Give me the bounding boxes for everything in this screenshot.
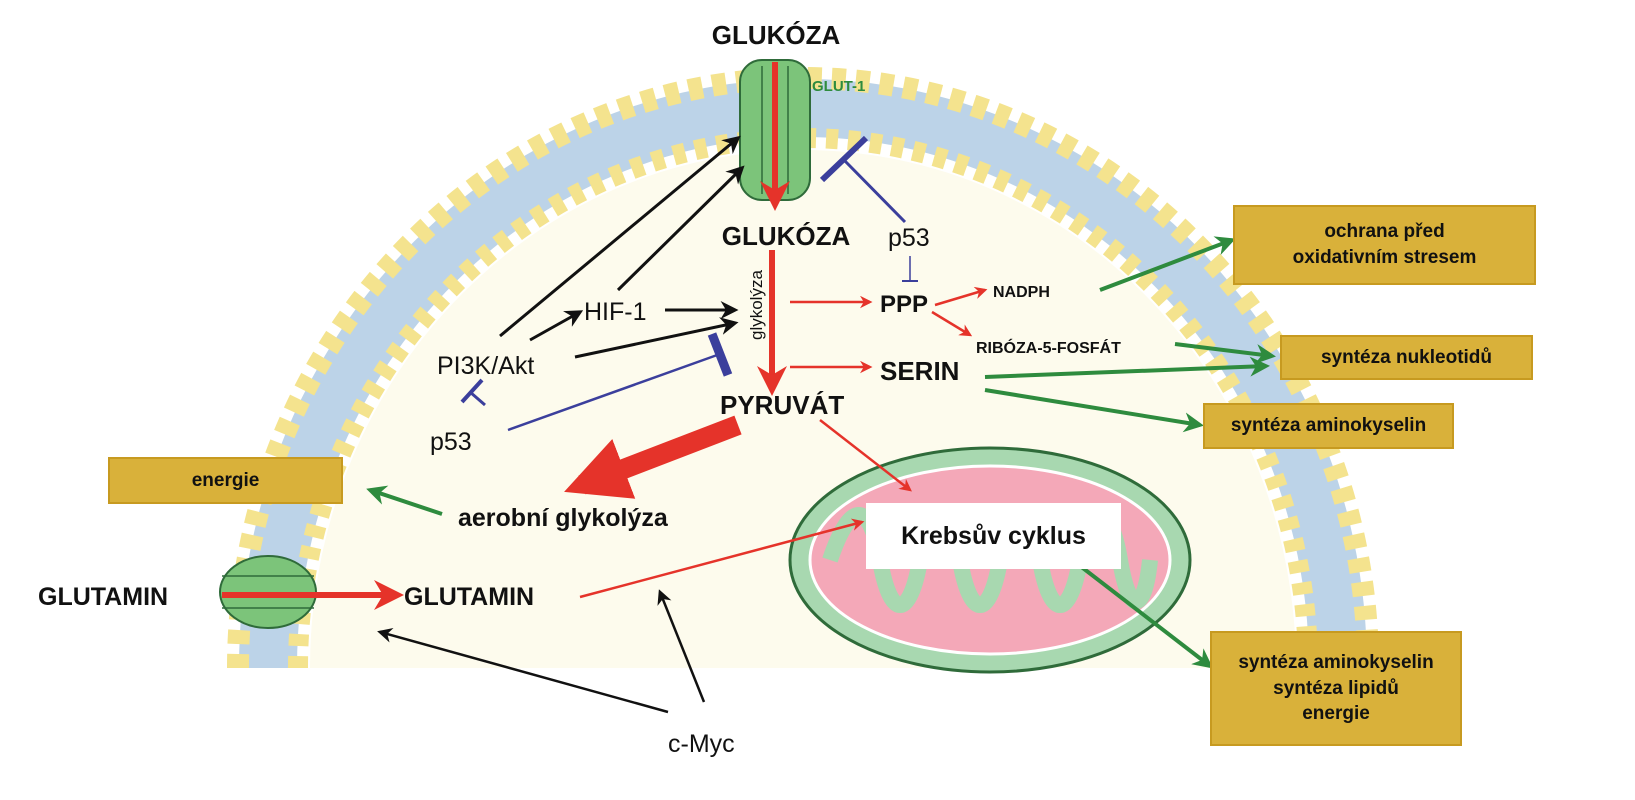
label-glucose-inside: GLUKÓZA	[722, 221, 851, 251]
label-p53-top: p53	[888, 224, 930, 252]
box-oxidative-stress: ochrana před oxidativním stresem	[1233, 205, 1536, 285]
arrow-ribose-nucleotides	[1174, 342, 1276, 364]
label-hif1: HIF-1	[584, 298, 647, 326]
arrow-pi3k-glut1	[499, 135, 741, 338]
box-oxidative-line1: ochrana před	[1324, 221, 1445, 243]
box-nucleotides: syntéza nukleotidů	[1280, 335, 1533, 380]
arrow-pi3k-hif1	[529, 310, 584, 342]
label-p53-left: p53	[430, 428, 472, 456]
box-amino-acids-text: syntéza aminokyselin	[1230, 415, 1427, 437]
box-nucleotides-text: syntéza nukleotidů	[1320, 346, 1493, 368]
blue-inhibitions	[460, 135, 918, 432]
label-pyruvate: PYRUVÁT	[720, 390, 844, 420]
red-arrows	[222, 62, 988, 610]
inhibit-p53-pi3k	[469, 390, 486, 407]
arrow-hif1-glut1	[616, 165, 745, 292]
label-pi3k-akt: PI3K/Akt	[437, 352, 534, 380]
arrow-glutamine-krebs	[579, 518, 865, 599]
arrow-cmyc-cell	[657, 589, 706, 703]
label-ribose: RIBÓZA-5-FOSFÁT	[976, 338, 1121, 357]
label-aerobic-glycolysis: aerobní glykolýza	[458, 504, 669, 532]
membrane-outer-heads	[227, 67, 1379, 669]
arrow-serin-nucleotides	[984, 356, 1270, 379]
arrow-ppp-nadph	[934, 286, 988, 307]
black-arrows	[377, 135, 745, 714]
arrow-serin-aminoacids	[984, 388, 1204, 433]
label-glutamine-inside: GLUTAMIN	[404, 583, 534, 611]
inhibit-p53-pyruvate	[507, 352, 721, 432]
box-multi-line2: syntéza lipidů	[1273, 677, 1399, 699]
arrow-aerobic-energy	[366, 485, 443, 516]
arrow-nadph-oxidative	[1099, 236, 1236, 292]
arrow-ppp-ribose	[931, 310, 973, 337]
box-energy-text: energie	[191, 469, 260, 491]
arrow-pyruvate-krebs	[819, 419, 912, 492]
label-glut1: GLUT-1	[812, 78, 865, 95]
label-cmyc: c-Myc	[668, 730, 735, 758]
box-amino-acids: syntéza aminokyselin	[1203, 403, 1454, 449]
krebs-cycle-label: Krebsův cyklus	[866, 503, 1121, 569]
label-glycolysis: glykolýza	[747, 270, 766, 340]
label-glucose-outside: GLUKÓZA	[712, 20, 841, 50]
arrow-cmyc-glutamine	[377, 627, 669, 714]
label-ppp: PPP	[880, 291, 928, 318]
box-energy: energie	[108, 457, 343, 504]
krebs-cycle-text: Krebsův cyklus	[901, 521, 1086, 550]
box-multi-line1: syntéza aminokyselin	[1238, 652, 1434, 674]
label-serin: SERIN	[880, 356, 959, 386]
box-multi-line3: energie	[1302, 703, 1370, 725]
box-oxidative-line2: oxidativním stresem	[1292, 247, 1477, 268]
arrow-pi3k-glycolysis	[574, 317, 739, 359]
inhibit-p53-glut1	[842, 158, 907, 224]
arrow-aerobic-glycolysis	[564, 415, 742, 499]
box-multi: syntéza aminokyselin syntéza lipidů ener…	[1210, 631, 1462, 746]
label-nadph: NADPH	[993, 284, 1050, 301]
label-glutamine-outside: GLUTAMIN	[38, 583, 168, 611]
